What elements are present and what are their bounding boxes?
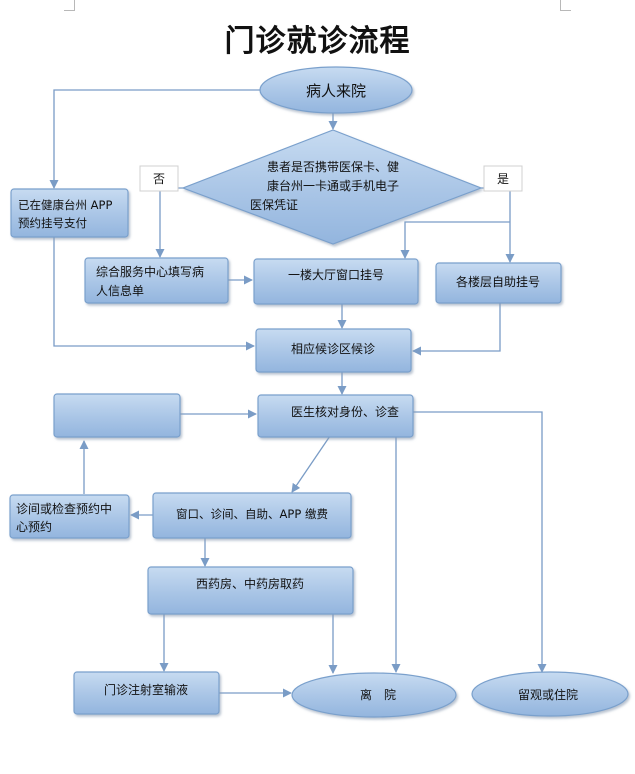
leave-label: 离 院	[360, 687, 396, 702]
yes-label: 是	[497, 172, 509, 186]
connectors	[49, 89, 547, 698]
wait-area-label: 相应候诊区候诊	[291, 341, 375, 356]
doctor-check-box	[257, 394, 414, 438]
app-registered-label-line1: 已在健康台州 APP	[18, 198, 112, 212]
labels: 病人来院 患者是否携带医保卡、健 康台州一卡通或手机电子 医保凭证 否 是 已在…	[16, 82, 578, 702]
arrow-patient-to-app	[49, 89, 260, 189]
arrow-decision-yes-self	[481, 187, 515, 263]
page-corner-mark	[560, 0, 571, 11]
aux-exam-box	[53, 393, 181, 438]
app-registered-box	[10, 188, 129, 238]
appointment-label-line1: 诊间或检查预约中	[16, 501, 112, 516]
app-registered-label-line2: 预约挂号支付	[18, 216, 87, 230]
leave-ellipse	[291, 672, 457, 718]
arrow-decision-yes-lobby	[400, 221, 510, 259]
pharmacy-label: 西药房、中药房取药	[196, 576, 304, 591]
decision-label-line2: 康台州一卡通或手机电子	[267, 178, 399, 193]
service-center-label-line2: 人信息单	[96, 283, 144, 298]
observe-label: 留观或住院	[518, 688, 578, 702]
arrow-app-to-wait	[53, 237, 255, 351]
arrow-doctor-to-observe	[413, 411, 547, 673]
appointment-box	[9, 494, 130, 539]
payment-box	[152, 492, 352, 539]
service-center-label-line1: 综合服务中心填写病	[96, 264, 204, 279]
observe-ellipse	[471, 671, 629, 717]
no-tag-box	[139, 165, 179, 192]
service-center-box	[84, 257, 229, 304]
no-label: 否	[153, 172, 165, 186]
arrow-self-to-wait	[412, 303, 501, 356]
page-title: 门诊就诊流程	[224, 24, 411, 59]
wait-area-box	[255, 328, 412, 373]
decision-diamond	[181, 129, 483, 245]
pharmacy-box	[147, 566, 354, 615]
page-corner-mark	[64, 0, 75, 11]
self-register-label: 各楼层自助挂号	[456, 274, 540, 289]
payment-label: 窗口、诊间、自助、APP 缴费	[176, 507, 328, 521]
injection-label: 门诊注射室输液	[104, 682, 188, 697]
decision-label-line1: 患者是否携带医保卡、健	[267, 159, 399, 174]
decision-label-line3: 医保凭证	[250, 197, 298, 212]
yes-tag-box	[483, 165, 523, 192]
lobby-register-label: 一楼大厅窗口挂号	[288, 267, 384, 282]
appointment-label-line2: 心预约	[16, 519, 52, 534]
arrow-doctor-to-payment	[291, 435, 331, 493]
injection-box	[73, 671, 220, 715]
lobby-register-box	[253, 258, 419, 305]
self-register-box	[435, 262, 562, 304]
doctor-check-label: 医生核对身份、诊查	[291, 404, 399, 419]
arrow-decision-no	[155, 187, 183, 258]
patient-arrives-label: 病人来院	[306, 82, 366, 100]
start-ellipse	[259, 66, 413, 114]
